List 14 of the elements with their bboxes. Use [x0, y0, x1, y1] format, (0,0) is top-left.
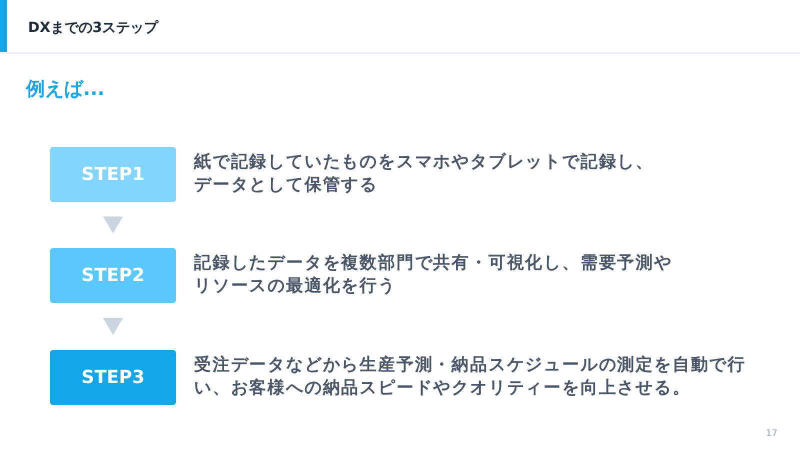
step-label: STEP3: [81, 367, 145, 388]
down-arrow: [103, 216, 123, 234]
page-number: 17: [766, 429, 778, 439]
step-description: 受注データなどから生産予測・納品スケジュールの測定を自動で行い、お客様への納品スピードやクオリティーを向上させる。: [194, 354, 747, 400]
step-box: [50, 147, 176, 202]
section-heading: 例えば...: [26, 77, 105, 102]
step-box: [50, 350, 176, 405]
slide-title: DXまでの3ステップ: [28, 19, 158, 37]
down-arrow: [103, 318, 123, 335]
step-box: [50, 248, 176, 303]
step-description: 紙で記録していたものをスマホやタブレットで記録し、データとして保管する: [194, 151, 655, 197]
step-label: STEP1: [81, 164, 145, 185]
step-description: 記録したデータを複数部門で共有・可視化し、需要予測やリソースの最適化を行う: [194, 252, 674, 298]
step-label: STEP2: [81, 265, 145, 286]
